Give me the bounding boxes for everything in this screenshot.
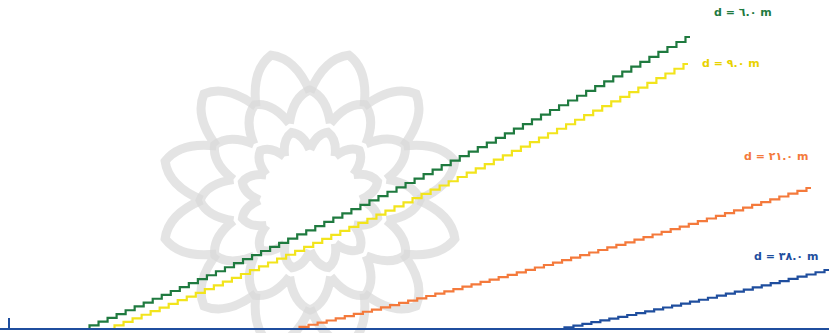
watermark-ring [165,55,455,333]
staircases [85,37,829,329]
distance-label: d = ٩.٠ m [700,57,762,70]
step-line [295,188,811,329]
distance-label: d = ٦.٠ m [712,6,774,19]
distance-label: d = ٢١.٠ m [742,150,810,163]
step-line [85,37,690,329]
start-tick [8,318,10,329]
ground-line [0,328,829,330]
distance-label: d = ٣٨.٠ m [752,250,820,263]
step-line [110,64,688,329]
step-line [560,270,829,329]
watermark-rosette [165,55,455,333]
